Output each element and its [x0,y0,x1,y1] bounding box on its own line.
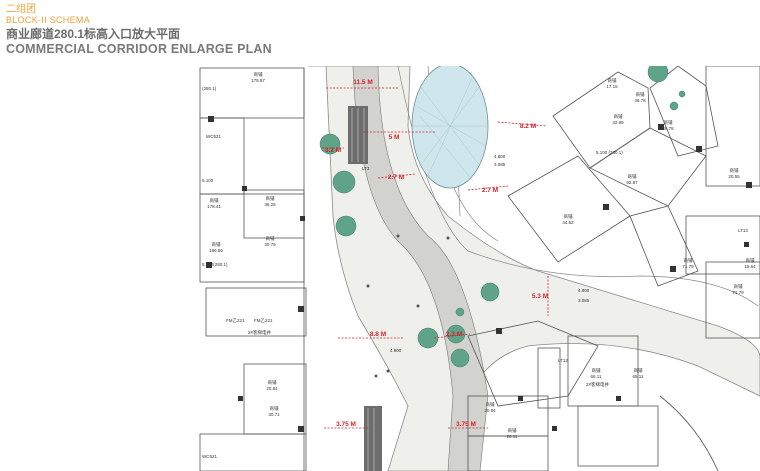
header: 二组团 BLOCK-II SCHEMA 商业廊道280.1标高入口放大平面 CO… [6,4,272,56]
core-label: FM乙221 [254,317,273,323]
shop-label: 商铺 [734,283,743,290]
level-label: 3.085 [578,298,590,303]
core-label: FM乙221 [226,317,245,323]
right-building [507,66,760,339]
shop-label: 商铺 [212,241,221,248]
level-label: 4.800 [578,288,590,293]
core-label: 2#客梯电井 [248,329,272,336]
trees [319,66,686,368]
core-label: LT12 [558,358,568,363]
shop-label: 商铺 [254,71,263,78]
road-curve [352,66,489,471]
shop-label: 商铺 [634,367,643,374]
core-label: LT13 [738,228,748,233]
corridor-floor [308,66,760,471]
shop-label: 商铺 [608,77,617,84]
dimension-label: 2.3 M [446,331,462,338]
shop-label: 商铺 [684,257,693,264]
shop-area: 186.56 [209,248,223,253]
core-label: WC521 [202,454,218,459]
level-label: 4.800 [390,348,402,353]
dimension-label: 5 M [389,134,400,141]
shop-area: 49.78 [634,98,646,103]
shop-area: 36.25 [264,202,276,207]
dimension-label: 5.3 M [532,293,548,300]
shop-area: 15.64 [744,264,756,269]
shop-area: 65.11 [633,374,644,379]
dimension-label: 3.75 M [456,421,476,428]
shop-label: 商铺 [636,91,645,98]
shop-label: 商铺 [664,119,673,126]
shop-label: 商铺 [270,405,279,412]
shop-area: 65.11 [591,374,602,379]
shop-area: 20.55 [728,174,740,179]
shop-label: 商铺 [268,379,277,386]
shop-label: 商铺 [564,213,573,220]
level-label: 5.100 (280.1) [596,150,623,155]
shop-area: 30.79 [264,242,276,247]
shop-area: 30.71 [268,412,280,417]
dimension-lines [322,87,549,429]
shop-label: 商铺 [730,167,739,174]
shop-area: 178.41 [207,204,221,209]
shop-area: 49.78 [662,126,674,131]
shop-label: 商铺 [628,173,637,180]
shop-area: 17.15 [606,84,618,89]
left-building [199,67,307,471]
dimension-label: 8.8 M [370,331,386,338]
shop-area: 175.87 [251,78,265,83]
shop-area: 20.84 [266,386,278,391]
dimension-label: 8.2 M [520,123,536,130]
page-title-en: COMMERCIAL CORRIDOR ENLARGE PLAN [6,42,272,56]
shop-area: 32.99 [612,120,624,125]
level-label: 3.085 [494,162,506,167]
block-tag-en: BLOCK-II SCHEMA [6,15,91,25]
core-label: LT3 [362,166,370,171]
shop-label: 商铺 [210,197,219,204]
dimension-label: 2.7 M [482,187,498,194]
shop-area: 71.79 [682,264,694,269]
block-tag-cn: 二组团 [6,4,36,15]
level-label: 4.800 [494,154,506,159]
level-label: (280.1) [202,86,217,91]
shop-area: 44.52 [562,220,574,225]
core-label: 2#客梯电井 [586,381,610,388]
shop-label: 商铺 [614,113,623,120]
shop-area: 26.11 [507,434,518,439]
shop-area: 92.87 [626,180,638,185]
enlarged-floor-plan: 11.5 M 5 M 8.2 M 3.2 M 2.7 M 2.7 M 5.3 M… [198,66,760,471]
shop-label: 商铺 [486,401,495,408]
shop-label: 商铺 [266,195,275,202]
shop-label: 商铺 [746,257,755,264]
dimension-label: 3.2 M [325,147,341,154]
dimension-label: 3.75 M [336,421,356,428]
level-label: 5.100(280.1) [202,262,228,267]
level-label: 5.100 [202,178,214,183]
shop-area: 71.79 [732,290,744,295]
shop-label: 商铺 [508,427,517,434]
shop-label: 商铺 [592,367,601,374]
shop-area: 20.84 [484,408,496,413]
shop-label: 商铺 [266,235,275,242]
core-label: WC521 [206,134,222,139]
lower-right-building [467,320,719,471]
page-title-cn: 商业廊道280.1标高入口放大平面 [6,27,181,41]
dimension-label: 11.5 M [353,79,373,86]
dimension-label: 2.7 M [388,174,404,181]
